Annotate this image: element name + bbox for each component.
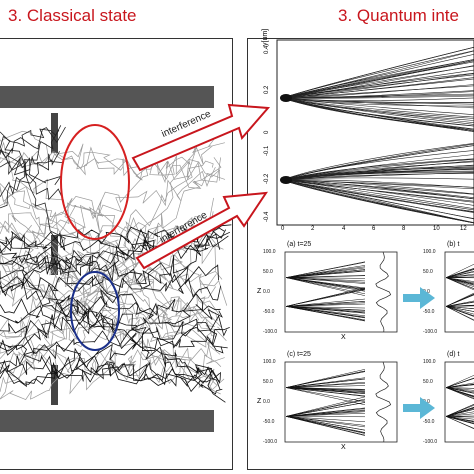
classical-trajectory-black	[0, 281, 221, 390]
classical-trajectory-black	[0, 153, 63, 176]
subplot-ytick: -50.0	[263, 309, 275, 315]
classical-trajectory-gray	[0, 268, 223, 296]
subplot-ytick: -100.0	[263, 439, 278, 445]
upper-ellipse	[60, 124, 130, 240]
subplot-title: (d) t	[447, 351, 460, 358]
top-wall	[0, 86, 214, 108]
classical-trajectory-black	[0, 354, 220, 388]
classical-panel	[0, 38, 233, 470]
subplot-ytick: -50.0	[423, 419, 435, 425]
top-plot-xtick: 12	[460, 226, 467, 232]
subplot-ytick: 50.0	[263, 379, 273, 385]
classical-trajectory-black	[0, 363, 221, 385]
classical-trajectory-black	[0, 327, 230, 375]
top-plot-xtick: 8	[402, 226, 406, 232]
subplot-ylabel: Z	[257, 398, 262, 405]
classical-trajectory-gray	[0, 262, 215, 391]
subplot-ytick: 100.0	[423, 359, 436, 365]
subplot-ytick: 100.0	[423, 249, 436, 255]
classical-trajectory-black	[0, 260, 223, 395]
classical-trajectory-black	[0, 151, 60, 209]
subplot-ytick: -50.0	[263, 419, 275, 425]
subplot-title: (b) t	[447, 241, 460, 248]
subplot-title: (a) t=25	[287, 241, 312, 248]
subplot-ytick: 100.0	[263, 359, 276, 365]
top-plot-xtick: 6	[372, 226, 376, 232]
top-plot-ytick: -0.4	[264, 211, 270, 222]
top-plot-ytick: -0.1	[264, 145, 270, 156]
subplot-ytick: 0.0	[423, 289, 430, 295]
top-plot-ytick: 0.2	[264, 85, 270, 94]
classical-trajectory-gray	[0, 150, 222, 183]
top-plot-ytick: 0	[264, 130, 270, 134]
subplot-ytick: 0.0	[423, 399, 430, 405]
classical-trajectory-black	[0, 264, 219, 297]
classical-trajectories	[0, 86, 232, 432]
classical-trajectory-gray	[0, 186, 221, 317]
classical-trajectory-black	[0, 125, 62, 149]
subplot-ytick: 100.0	[263, 249, 276, 255]
classical-trajectory-black	[0, 129, 60, 198]
top-plot-ylabel: y[um]	[262, 28, 269, 46]
subplot-ytick: 0.0	[263, 399, 270, 405]
classical-trajectory-gray	[0, 314, 217, 341]
top-plot-ytick: 0.4	[264, 45, 270, 54]
classical-trajectory-black	[0, 126, 66, 159]
classical-trajectory-black	[0, 298, 224, 354]
classical-trajectory-black	[0, 342, 226, 403]
bottom-wall	[0, 410, 214, 432]
subplot-ytick: -100.0	[423, 329, 438, 335]
subplot-ytick: 50.0	[423, 379, 433, 385]
barrier-top	[51, 113, 58, 153]
top-plot-xtick: 2	[311, 226, 315, 232]
subplot-ytick: 0.0	[263, 289, 270, 295]
subplot-xlabel: X	[341, 334, 346, 341]
classical-trajectory-black	[0, 304, 223, 339]
subplot-ytick: -100.0	[263, 329, 278, 335]
top-plot-ytick: -0.2	[264, 173, 270, 184]
top-plot-xtick: 10	[433, 226, 440, 232]
lower-ellipse	[70, 271, 120, 351]
classical-state-heading: 3. Classical state	[8, 6, 137, 25]
subplot-xlabel: X	[341, 444, 346, 451]
quantum-panel	[247, 38, 474, 470]
classical-trajectory-black	[0, 361, 221, 388]
subplot-ytick: -100.0	[423, 439, 438, 445]
top-plot-xtick: 4	[342, 226, 346, 232]
classical-trajectory-gray	[0, 335, 218, 386]
classical-trajectory-gray	[0, 141, 220, 184]
subplot-ytick: 50.0	[423, 269, 433, 275]
subplot-ytick: -50.0	[423, 309, 435, 315]
subplot-ylabel: Z	[257, 288, 262, 295]
subplot-title: (c) t=25	[287, 351, 311, 358]
classical-trajectory-gray	[0, 284, 219, 321]
quantum-heading: 3. Quantum inte	[338, 6, 459, 25]
top-plot-xtick: 0	[281, 226, 285, 232]
barrier-bottom	[51, 365, 58, 405]
classical-trajectory-gray	[0, 201, 225, 390]
classical-trajectory-gray	[0, 347, 222, 375]
classical-trajectory-black	[0, 148, 62, 201]
classical-trajectory-black	[0, 131, 66, 239]
subplot-ytick: 50.0	[263, 269, 273, 275]
